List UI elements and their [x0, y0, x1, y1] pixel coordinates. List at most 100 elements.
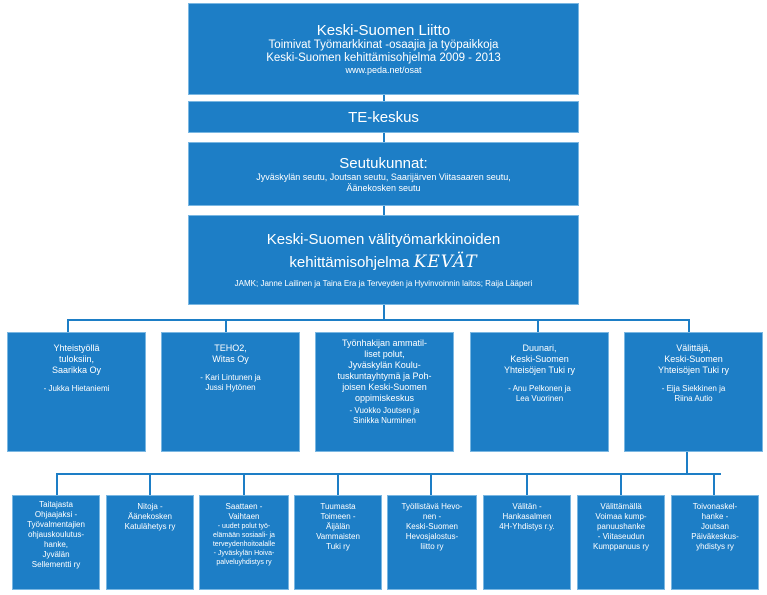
- box-te-keskus: TE-keskus: [188, 101, 579, 133]
- subproject-line: nen -: [422, 512, 442, 521]
- kevat-logo: KEVÄT: [413, 252, 478, 272]
- subproject-line: Äijälän: [325, 522, 350, 531]
- connector-bottom-drop-8: [713, 473, 715, 495]
- subproject-line: Ohjaajaksi -: [34, 510, 78, 519]
- box-seutukunnat: Seutukunnat: Jyväskylän seutu, Joutsan s…: [188, 142, 579, 206]
- connector-bottom-drop-2: [149, 473, 151, 495]
- subproject-line: Keski-Suomen: [405, 522, 458, 531]
- program-title-2-row: kehittämisohjelma KEVÄT: [289, 252, 478, 272]
- project-name-line: tuloksiin,: [58, 354, 94, 364]
- subproject-line: Työvalmentajien: [27, 520, 85, 529]
- subproject-line: Hevosjalostus-: [405, 532, 459, 541]
- subproject-text: Välitän - Hankasalmen 4H-Yhdistys r.y.: [499, 502, 554, 532]
- box-subproject-toivonaskel: Toivonaskel- hanke - Joutsan Päiväkeskus…: [671, 495, 759, 590]
- project-name: TEHO2, Witas Oy: [212, 343, 249, 365]
- subproject-text: Työllistävä Hevo- nen - Keski-Suomen Hev…: [402, 502, 463, 552]
- te-title: TE-keskus: [348, 108, 419, 126]
- subproject-line: Jyvälän: [42, 550, 70, 559]
- connector-bottom-drop-7: [620, 473, 622, 495]
- project-name-line: Yhteistyöllä: [53, 343, 100, 353]
- project-name-line: liset polut,: [364, 349, 405, 359]
- connector-bottom-drop-1: [56, 473, 58, 495]
- liitto-line-1: Toimivat Työmarkkinat -osaajia ja työpai…: [268, 39, 499, 51]
- subproject-text: Välittämällä Voimaa kump- panuushanke - …: [593, 502, 649, 552]
- subproject-line: Taitajasta: [39, 500, 73, 509]
- subproject-line: Sellementti ry: [31, 560, 81, 569]
- seutu-line-2: Äänekosken seutu: [346, 182, 421, 193]
- connector-bottom-drop-5: [430, 473, 432, 495]
- connector-bottom-stem: [686, 452, 688, 475]
- project-name-line: tuskuntayhtymä ja Poh-: [337, 371, 432, 381]
- project-name-line: Witas Oy: [212, 354, 249, 364]
- project-people: - Eija Siekkinen ja Riina Autio: [662, 384, 726, 404]
- project-name-line: Keski-Suomen: [510, 354, 569, 364]
- project-name-line: Yhteisöjen Tuki ry: [503, 365, 576, 375]
- subproject-line: Vammaisten: [316, 532, 360, 541]
- box-subproject-saattaen: Saattaen - Vaihtaen - uudet polut työ- e…: [199, 495, 289, 590]
- project-people: - Vuokko Joutsen ja Sinikka Nurminen: [350, 406, 420, 426]
- subproject-line: Toivonaskel-: [692, 502, 738, 511]
- project-people-line: Lea Vuorinen: [515, 394, 564, 403]
- box-project-tyonhakijan: Työnhakijan ammatil- liset polut, Jyväsk…: [315, 332, 454, 452]
- subproject-line: hanke -: [701, 512, 729, 521]
- program-title-1: Keski-Suomen välityömarkkinoiden: [266, 231, 501, 248]
- connector-mid-bus-stem: [383, 305, 385, 321]
- subproject-line: Joutsan: [700, 522, 729, 531]
- liitto-url: www.peda.net/osat: [345, 65, 422, 75]
- connector-mid-bus: [67, 319, 690, 321]
- subproject-line: Työllistävä Hevo-: [401, 502, 463, 511]
- connector-mid-drop-5: [688, 319, 690, 332]
- project-people-line: - Jukka Hietaniemi: [43, 384, 110, 393]
- subproject-line: panuushanke: [596, 522, 646, 531]
- project-people-line: Jussi Hytönen: [205, 383, 256, 392]
- project-name-line: Saarikka Oy: [51, 365, 102, 375]
- subproject-line: yhdistys ry: [696, 542, 734, 551]
- project-people: - Jukka Hietaniemi: [44, 384, 110, 394]
- connector-mid-drop-4: [537, 319, 539, 332]
- connector-bottom-drop-3: [243, 473, 245, 495]
- box-subproject-tyollistava-hevonen: Työllistävä Hevo- nen - Keski-Suomen Hev…: [387, 495, 477, 590]
- program-members: JAMK; Janne Lailinen ja Taina Era ja Ter…: [234, 279, 533, 288]
- subproject-line: - Viitaseudun: [597, 532, 645, 541]
- connector-bottom-drop-6: [526, 473, 528, 495]
- program-title-2: kehittämisohjelma: [289, 254, 410, 271]
- box-project-teho2: TEHO2, Witas Oy - Kari Lintunen ja Jussi…: [161, 332, 300, 452]
- box-project-duunari: Duunari, Keski-Suomen Yhteisöjen Tuki ry…: [470, 332, 609, 452]
- subproject-line: - uudet polut työ-: [217, 523, 271, 530]
- subproject-text: Nitoja - Äänekosken Katulähetys ry: [125, 502, 176, 532]
- box-project-yhteistyolla: Yhteistyöllä tuloksiin, Saarikka Oy - Ju…: [7, 332, 146, 452]
- project-name: Välittäjä, Keski-Suomen Yhteisöjen Tuki …: [658, 343, 729, 376]
- subproject-line: 4H-Yhdistys r.y.: [499, 522, 555, 531]
- project-name-line: Välittäjä,: [676, 343, 711, 353]
- subproject-line: Katulähetys ry: [124, 522, 176, 531]
- subproject-line: Äänekosken: [127, 512, 172, 521]
- seutu-title: Seutukunnat:: [339, 154, 428, 172]
- connector-mid-drop-2: [225, 319, 227, 332]
- project-people-line: - Kari Lintunen ja: [200, 373, 261, 382]
- subproject-text: Toivonaskel- hanke - Joutsan Päiväkeskus…: [691, 502, 739, 552]
- project-people-line: Sinikka Nurminen: [353, 416, 416, 425]
- subproject-line: Päiväkeskus-: [691, 532, 739, 541]
- subproject-line: terveydenhoitoalalle: [212, 541, 276, 548]
- project-name-line: TEHO2,: [214, 343, 247, 353]
- subproject-line: Voimaa kump-: [595, 512, 647, 521]
- project-people-line: - Eija Siekkinen ja: [661, 384, 726, 393]
- subproject-line: Nitoja -: [137, 502, 163, 511]
- box-subproject-nitoja: Nitoja - Äänekosken Katulähetys ry: [106, 495, 194, 590]
- box-subproject-taitajasta: Taitajasta Ohjaajaksi - Työvalmentajien …: [12, 495, 100, 590]
- box-subproject-valitan: Välitän - Hankasalmen 4H-Yhdistys r.y.: [483, 495, 571, 590]
- subproject-line: Kumppanuus ry: [592, 542, 650, 551]
- connector-mid-drop-1: [67, 319, 69, 332]
- subproject-line: Tuumasta: [320, 502, 356, 511]
- project-name-line: Jyväskylän Koulu-: [348, 360, 421, 370]
- subproject-line: elämään sosiaali- ja: [213, 532, 275, 539]
- subproject-text: Taitajasta Ohjaajaksi - Työvalmentajien …: [27, 500, 85, 570]
- box-subproject-tuumasta: Tuumasta Toimeen - Äijälän Vammaisten Tu…: [294, 495, 382, 590]
- project-name: Duunari, Keski-Suomen Yhteisöjen Tuki ry: [504, 343, 575, 376]
- subproject-text: Tuumasta Toimeen - Äijälän Vammaisten Tu…: [316, 502, 360, 552]
- project-people-line: Riina Autio: [674, 394, 713, 403]
- subproject-line: Välittämällä: [600, 502, 642, 511]
- project-name-line: joisen Keski-Suomen: [342, 382, 427, 392]
- box-keski-suomen-liitto: Keski-Suomen Liitto Toimivat Työmarkkina…: [188, 3, 579, 95]
- liitto-title: Keski-Suomen Liitto: [316, 22, 451, 39]
